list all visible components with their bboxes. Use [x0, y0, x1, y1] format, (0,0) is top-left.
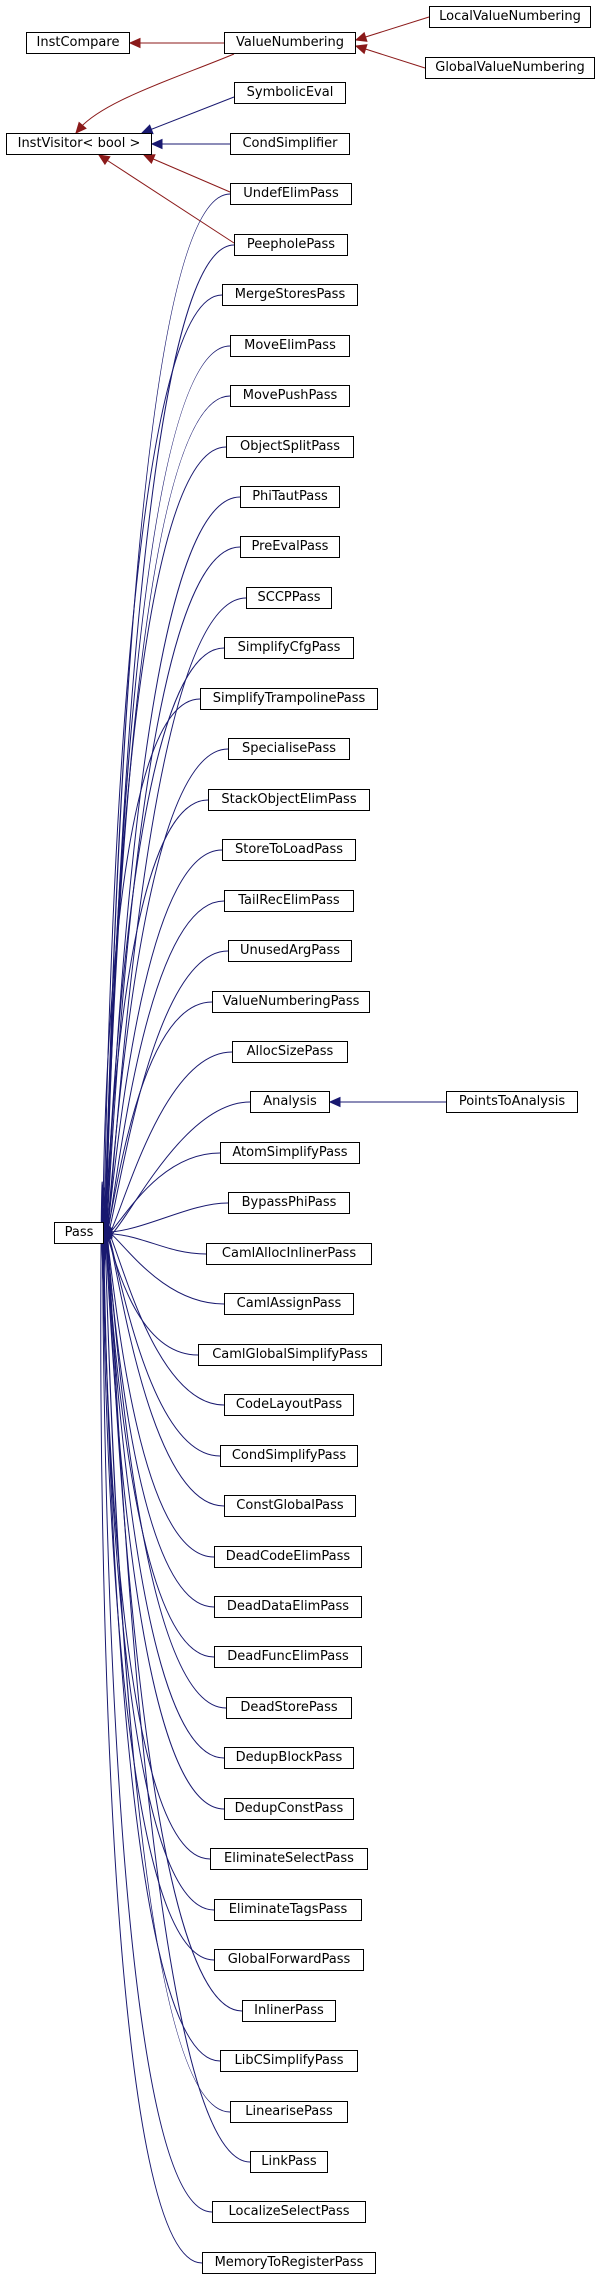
edge-localvaluenumbering-valuenumbering — [355, 16, 430, 41]
node-merge-stores-pass[interactable]: MergeStoresPass — [222, 284, 358, 306]
node-cond-simplify-pass[interactable]: CondSimplifyPass — [220, 1445, 358, 1467]
node-const-global-pass[interactable]: ConstGlobalPass — [224, 1495, 356, 1517]
node-memory-to-register-pass[interactable]: MemoryToRegisterPass — [202, 2252, 376, 2274]
node-caml-global-simplify-pass[interactable]: CamlGlobalSimplifyPass — [198, 1344, 382, 1366]
node-atom-simplify-pass[interactable]: AtomSimplifyPass — [220, 1142, 360, 1164]
edge-globalvaluenumbering-valuenumbering — [355, 45, 426, 69]
edge-globalvaluenumbering-valuenumbering-arrowhead — [354, 44, 368, 55]
edge-localvaluenumbering-valuenumbering-arrowhead — [354, 31, 368, 42]
edge-valuenumbering-instvisitor-arrowhead — [75, 121, 87, 134]
edge-pointstoanalysis-analysis-arrowhead — [328, 1096, 341, 1108]
node-eliminate-tags-pass[interactable]: EliminateTagsPass — [214, 1899, 362, 1921]
node-store-to-load-pass[interactable]: StoreToLoadPass — [222, 839, 356, 861]
edge-sccppass-pass — [101, 597, 247, 1262]
node-global-forward-pass[interactable]: GlobalForwardPass — [214, 1949, 364, 1971]
node-local-value-numbering[interactable]: LocalValueNumbering — [429, 6, 591, 28]
node-specialise-pass[interactable]: SpecialisePass — [228, 738, 350, 760]
edge-symboliceval-instvisitor — [141, 96, 235, 134]
node-code-layout-pass[interactable]: CodeLayoutPass — [224, 1394, 354, 1416]
node-peephole-pass[interactable]: PeepholePass — [234, 234, 348, 256]
node-move-push-pass[interactable]: MovePushPass — [230, 385, 350, 407]
node-dead-func-elim-pass[interactable]: DeadFuncElimPass — [214, 1646, 362, 1668]
node-localize-select-pass[interactable]: LocalizeSelectPass — [212, 2201, 366, 2223]
node-cond-simplifier[interactable]: CondSimplifier — [230, 133, 350, 155]
node-symbolic-eval[interactable]: SymbolicEval — [234, 82, 346, 104]
edge-condsimplifier-instvisitor-arrowhead — [150, 138, 163, 150]
edge-memorytoregisterpass-pass — [100, 1181, 203, 2264]
edge-valuenumberingpass-pass — [101, 1001, 213, 1243]
node-caml-assign-pass[interactable]: CamlAssignPass — [224, 1293, 354, 1315]
node-inliner-pass[interactable]: InlinerPass — [242, 2000, 336, 2022]
node-simplify-trampoline-pass[interactable]: SimplifyTrampolinePass — [200, 688, 378, 710]
edge-storetoloadpass-pass — [101, 849, 223, 1250]
edges — [75, 16, 446, 2264]
edge-valuenumbering-instvisitor — [75, 53, 235, 134]
node-simplify-cfg-pass[interactable]: SimplifyCfgPass — [224, 637, 354, 659]
node-dead-store-pass[interactable]: DeadStorePass — [226, 1697, 352, 1719]
node-value-numbering[interactable]: ValueNumbering — [224, 32, 356, 54]
node-inst-compare[interactable]: InstCompare — [26, 32, 130, 54]
node-alloc-size-pass[interactable]: AllocSizePass — [232, 1041, 348, 1063]
edge-peepholepass-instvisitor-arrowhead — [97, 154, 111, 166]
edge-bypassphipass-pass — [101, 1202, 229, 1233]
node-libc-simplify-pass[interactable]: LibCSimplifyPass — [220, 2050, 358, 2072]
node-stack-object-elim-pass[interactable]: StackObjectElimPass — [208, 789, 370, 811]
edge-peepholepass-instvisitor — [98, 154, 235, 244]
node-caml-alloc-inliner-pass[interactable]: CamlAllocInlinerPass — [206, 1243, 372, 1265]
edge-linkpass-pass — [101, 1187, 251, 2163]
node-points-to-analysis[interactable]: PointsToAnalysis — [446, 1091, 578, 1113]
edge-undefelimpass-instvisitor — [143, 154, 231, 193]
node-move-elim-pass[interactable]: MoveElimPass — [230, 335, 350, 357]
node-pre-eval-pass[interactable]: PreEvalPass — [240, 536, 340, 558]
node-tail-rec-elim-pass[interactable]: TailRecElimPass — [224, 890, 354, 912]
edge-camlallocinlinerpass-pass — [101, 1232, 207, 1255]
node-bypass-phi-pass[interactable]: BypassPhiPass — [228, 1192, 350, 1214]
node-linearise-pass[interactable]: LinearisePass — [230, 2101, 348, 2123]
node-dedup-block-pass[interactable]: DedupBlockPass — [224, 1747, 354, 1769]
node-analysis[interactable]: Analysis — [250, 1091, 330, 1113]
edge-valuenumbering-instcompare-arrowhead — [128, 37, 141, 49]
node-sccp-pass[interactable]: SCCPPass — [246, 587, 332, 609]
node-dedup-const-pass[interactable]: DedupConstPass — [224, 1798, 354, 1820]
node-value-numbering-pass[interactable]: ValueNumberingPass — [212, 991, 370, 1013]
node-dead-code-elim-pass[interactable]: DeadCodeElimPass — [214, 1546, 362, 1568]
node-eliminate-select-pass[interactable]: EliminateSelectPass — [210, 1848, 368, 1870]
node-link-pass[interactable]: LinkPass — [250, 2151, 328, 2173]
edge-specialisepass-pass — [101, 748, 229, 1254]
node-unused-arg-pass[interactable]: UnusedArgPass — [228, 940, 352, 962]
node-dead-data-elim-pass[interactable]: DeadDataElimPass — [214, 1596, 362, 1618]
node-phi-taut-pass[interactable]: PhiTautPass — [240, 486, 340, 508]
node-object-split-pass[interactable]: ObjectSplitPass — [226, 436, 354, 458]
node-inst-visitor-bool[interactable]: InstVisitor< bool > — [6, 133, 152, 155]
node-global-value-numbering[interactable]: GlobalValueNumbering — [425, 57, 595, 79]
node-undef-elim-pass[interactable]: UndefElimPass — [230, 183, 352, 205]
node-pass[interactable]: Pass — [54, 1222, 104, 1244]
